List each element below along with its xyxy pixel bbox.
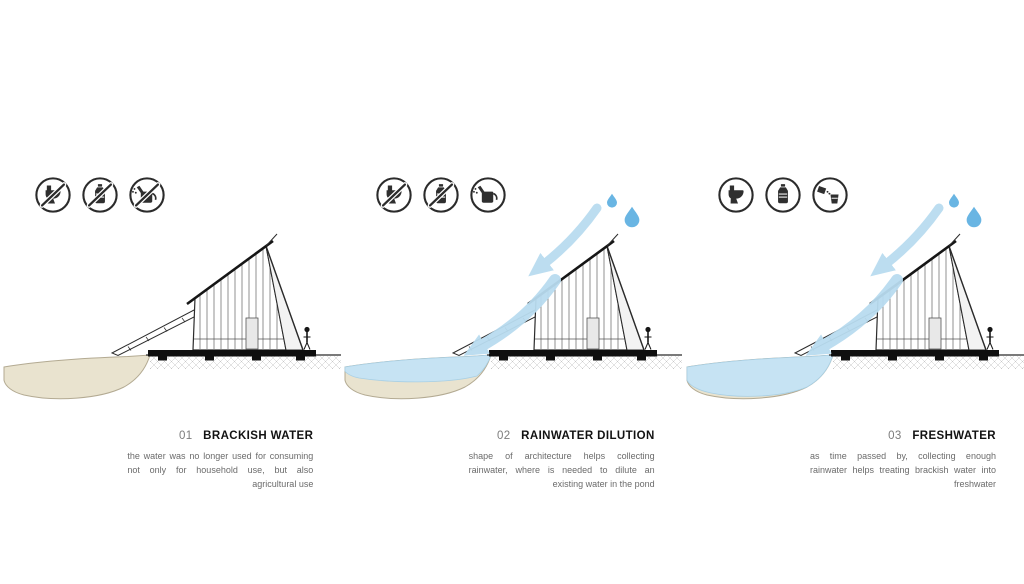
usage-icons-row — [717, 176, 849, 214]
stage-title: 02 RAINWATER DILUTION — [469, 430, 655, 442]
house — [110, 232, 341, 371]
pouring-water-icon — [811, 176, 849, 214]
caption: 02 RAINWATER DILUTION shape of architect… — [469, 430, 655, 492]
water-bottle-icon — [81, 176, 119, 214]
panel-freshwater: 03 FRESHWATER as time passed by, collect… — [683, 0, 1024, 584]
stage-description: the water was no longer used for consumi… — [127, 451, 314, 489]
usage-icons-row — [375, 176, 507, 214]
stage-name: RAINWATER DILUTION — [521, 430, 655, 442]
pond-house-illustration — [686, 190, 1024, 400]
stage-number: 01 — [178, 430, 193, 442]
toilet-icon — [34, 176, 72, 214]
caption: 03 FRESHWATER as time passed by, collect… — [810, 430, 996, 492]
stage-title: 03 FRESHWATER — [810, 430, 996, 442]
caption: 01 BRACKISH WATER the water was no longe… — [127, 430, 313, 492]
pond — [3, 354, 151, 400]
stage-name: BRACKISH WATER — [203, 430, 314, 442]
stage-description: as time passed by, collecting enough rai… — [809, 451, 996, 489]
water-bottle-icon — [764, 176, 802, 214]
pond-rainwater-layer — [344, 354, 492, 383]
toilet-icon — [375, 176, 413, 214]
stage-description: shape of architecture helps collecting r… — [468, 451, 655, 489]
watering-can-icon — [128, 176, 166, 214]
pond-house-illustration — [3, 232, 341, 400]
usage-icons-row — [34, 176, 166, 214]
water-bottle-icon — [422, 176, 460, 214]
stage-number: 03 — [888, 430, 902, 442]
panel-rainwater-dilution: 02 RAINWATER DILUTION shape of architect… — [341, 0, 683, 584]
panel-brackish-water: 01 BRACKISH WATER the water was no longe… — [0, 0, 341, 584]
pond-freshwater-layer — [686, 354, 834, 397]
pond-house-illustration — [344, 190, 683, 400]
stage-name: FRESHWATER — [912, 430, 996, 442]
stage-number: 02 — [496, 430, 511, 442]
stage-title: 01 BRACKISH WATER — [127, 430, 313, 442]
toilet-icon — [717, 176, 755, 214]
watering-can-icon — [469, 176, 507, 214]
